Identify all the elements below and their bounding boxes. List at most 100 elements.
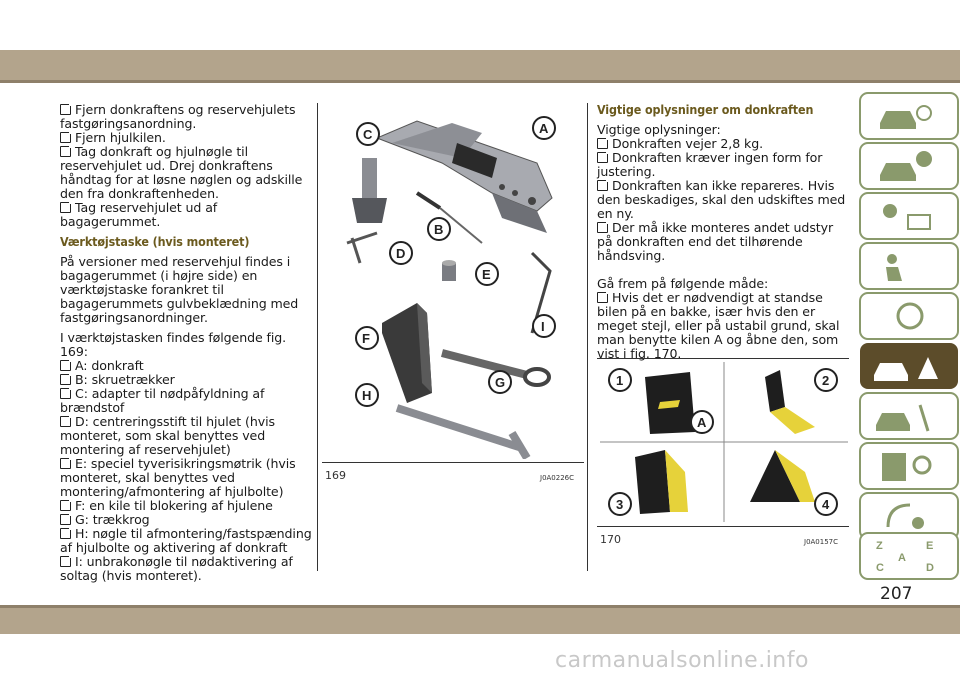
centering-pin-illustration [346, 231, 378, 264]
removal-step-item: Fjern hjulkilen. [60, 130, 315, 145]
chapter-tab-emergency[interactable] [858, 341, 960, 391]
jack-info-item-text: Donkraften kræver ingen form for justeri… [597, 150, 823, 179]
jack-illustration [375, 120, 553, 233]
svg-text:C: C [876, 562, 884, 574]
toolbag-content-item: A: donkraft [60, 358, 315, 373]
removal-step-item-text: Fjern hjulkilen. [75, 130, 166, 145]
checkbox-bullet-icon [60, 498, 73, 511]
left-column: Fjern donkraftens og reservehjulets fast… [60, 102, 315, 583]
jack-info-item: Donkraften vejer 2,8 kg. [597, 136, 849, 151]
right-column: Vigtige oplysninger om donkraften Vigtig… [597, 103, 849, 361]
checkbox-bullet-icon [60, 526, 73, 539]
checkbox-bullet-icon [60, 372, 73, 385]
removal-step-item: Fjern donkraftens og reservehjulets fast… [60, 102, 315, 131]
chapter-tab-lights-messages[interactable] [858, 191, 960, 241]
header-rule [0, 80, 960, 83]
toolbag-content-item: I: unbrakonøgle til nødaktivering af sol… [60, 554, 315, 583]
removal-step-item-text: Tag reservehjulet ud af bagagerummet. [60, 200, 218, 229]
chapter-tab-safety[interactable] [858, 241, 960, 291]
label-3: 3 [616, 497, 623, 512]
wedge-illustration [382, 303, 432, 403]
toolbag-content-item-text: D: centreringsstift til hjulet (hvis mon… [60, 414, 275, 457]
jack-info-item: Donkraften kan ikke repareres. Hvis den … [597, 178, 849, 221]
toolbag-content-item-text: A: donkraft [75, 358, 144, 373]
top-margin [0, 0, 960, 50]
car-warning-icon [874, 363, 908, 381]
chapter-tab-vehicle-overview[interactable] [858, 91, 960, 141]
toolbag-content-item-text: F: en kile til blokering af hjulene [75, 498, 273, 513]
car-search-icon [880, 111, 916, 129]
chapter-tab-dashboard-info[interactable] [858, 141, 960, 191]
section-heading-jack-info: Vigtige oplysninger om donkraften [597, 102, 814, 117]
fig169-caption-rule [322, 462, 584, 463]
procedure-step-item: Hvis det er nødvendigt at standse bilen … [597, 290, 849, 361]
wedge-steps-illustration: 1 2 A 3 4 [600, 362, 848, 522]
toolbag-content-item-text: G: trækkrog [75, 512, 150, 527]
chapter-tab-technical-data[interactable] [858, 441, 960, 491]
nut-illustration [442, 260, 456, 281]
fig170-caption-rule [597, 526, 849, 527]
removal-step-item-text: Tag donkraft og hjulnøgle til reservehju… [60, 144, 303, 201]
checkbox-bullet-icon [60, 512, 73, 525]
toolbag-content-item-text: H: nøgle til afmontering/fastspænding af… [60, 526, 312, 555]
chapter-tab-starting-driving[interactable] [858, 291, 960, 341]
jack-info-item: Der må ikke monteres andet udstyr på don… [597, 220, 849, 263]
screwdriver-illustration [415, 191, 483, 244]
checkbox-bullet-icon [60, 456, 73, 469]
label-F: F [362, 331, 370, 346]
toolbag-content-item: G: trækkrog [60, 512, 315, 527]
car-tools-icon [876, 413, 910, 431]
label-H: H [362, 388, 371, 403]
label-C: C [363, 127, 373, 142]
tow-hook-illustration [440, 349, 551, 387]
wheel-wrench-illustration [395, 404, 531, 461]
figure-169: C A B D E I F G H [322, 103, 584, 461]
checkbox-bullet-icon [60, 102, 73, 115]
footer-bar [0, 608, 960, 634]
toolbag-content-item: B: skruetrækker [60, 372, 315, 387]
jack-info-intro: Vigtige oplysninger: [597, 122, 721, 137]
svg-text:Z: Z [876, 540, 883, 552]
fig170-code: J0A0157C [804, 538, 839, 546]
checkbox-bullet-icon [60, 414, 73, 427]
watermark: carmanualsonline.info [555, 648, 809, 673]
jack-info-item-text: Donkraften vejer 2,8 kg. [612, 136, 764, 151]
svg-text:A: A [898, 552, 906, 564]
fuel-adapter-illustration [352, 158, 387, 223]
checkbox-bullet-icon [60, 144, 73, 157]
fig169-number: 169 [325, 469, 346, 482]
chapter-tab-index[interactable]: Z E A C D [858, 531, 960, 581]
toolbag-contents-intro: I værktøjstasken findes følgende fig. 16… [60, 330, 287, 359]
label-G: G [495, 375, 505, 390]
multimedia-icon [886, 503, 911, 528]
procedure-intro: Gå frem på følgende måde: [597, 276, 769, 291]
checkbox-bullet-icon [60, 554, 73, 567]
label-B: B [434, 222, 443, 237]
label-4: 4 [822, 497, 830, 512]
label-2: 2 [822, 373, 829, 388]
toolbag-content-item-text: B: skruetrækker [75, 372, 175, 387]
fig170-top-rule [597, 358, 849, 359]
removal-step-item-text: Fjern donkraftens og reservehjulets fast… [60, 102, 296, 131]
svg-text:D: D [926, 562, 934, 574]
svg-text:E: E [926, 540, 933, 552]
header-bar [0, 50, 960, 80]
removal-step-item: Tag reservehjulet ud af bagagerummet. [60, 200, 315, 229]
column-divider-right [587, 103, 588, 571]
fig169-code: J0A0226C [540, 474, 575, 482]
checkbox-bullet-icon [597, 178, 610, 191]
checkbox-bullet-icon [60, 130, 73, 143]
steering-wheel-icon [896, 302, 924, 330]
toolbag-content-item: D: centreringsstift til hjulet (hvis mon… [60, 414, 315, 457]
data-sheet-icon [882, 453, 906, 481]
car-info-icon [880, 163, 916, 181]
jack-info-item: Donkraften kræver ingen form for justeri… [597, 150, 849, 179]
seat-person-icon [887, 254, 897, 264]
jack-info-item-text: Der må ikke monteres andet udstyr på don… [597, 220, 834, 263]
toolbag-content-item-text: I: unbrakonøgle til nødaktivering af sol… [60, 554, 293, 583]
toolbag-content-item: E: speciel tyverisikringsmøtrik (hvis mo… [60, 456, 315, 499]
chapter-tab-maintenance[interactable] [858, 391, 960, 441]
alphabet-index-icon: Z E A C D [876, 540, 934, 574]
section-heading-toolbag: Værktøjstaske (hvis monteret) [60, 234, 250, 249]
page-number: 207 [880, 584, 913, 604]
